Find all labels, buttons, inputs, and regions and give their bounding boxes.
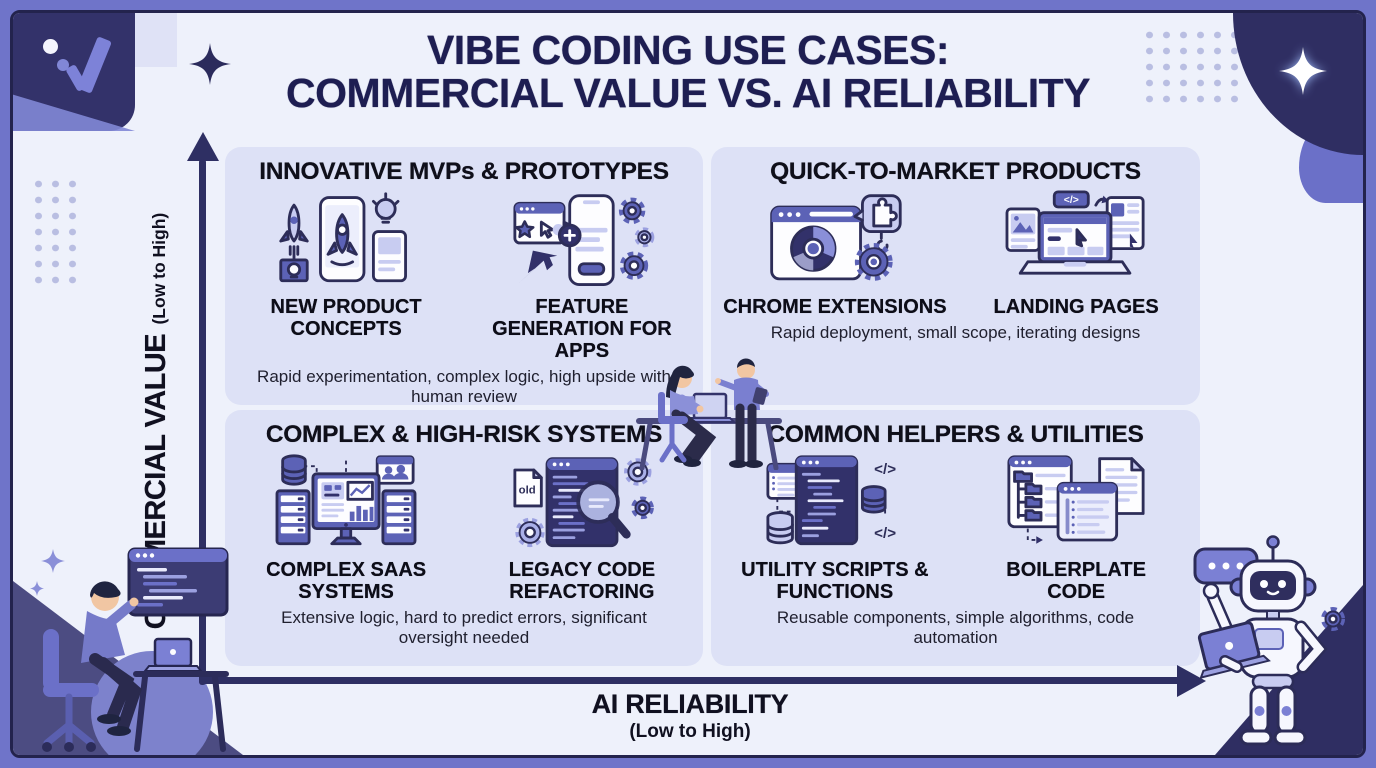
x-axis-arrowhead xyxy=(1177,665,1206,697)
y-axis-arrowhead xyxy=(187,132,219,161)
developer-illustration xyxy=(30,547,229,752)
code-tag-glyph: </> xyxy=(874,461,896,478)
quadrant-note: Rapid deployment, small scope, iterating… xyxy=(770,323,1141,342)
y-axis-range-note: (Low to High) xyxy=(149,212,169,325)
chrome-extension-icon xyxy=(770,194,902,281)
saas-system-icon xyxy=(275,454,417,546)
use-case-item: CHROME EXTENSIONS xyxy=(718,190,953,318)
quadrant-title: QUICK-TO-MARKET PRODUCTS xyxy=(770,158,1141,185)
use-case-item: old LEGACY CODE REFACTORING xyxy=(467,453,696,603)
use-case-item: NEW PRODUCT CONCEPTS xyxy=(231,190,460,340)
quadrant-note: Rapid experimentation, complex logic, hi… xyxy=(257,367,671,407)
title-line-2: COMMERCIAL VALUE VS. AI RELIABILITY xyxy=(285,69,1091,116)
people-collaborating-illustration xyxy=(636,358,782,470)
code-tag-glyph: </> xyxy=(1064,195,1079,206)
quadrant-note: Reusable components, simple algorithms, … xyxy=(776,608,1135,648)
use-case-label: LEGACY CODE REFACTORING xyxy=(508,559,656,603)
x-axis-title: AI RELIABILITY xyxy=(591,689,789,719)
use-case-label: FEATURE GENERATION FOR APPS xyxy=(492,296,672,362)
use-case-label: UTILITY SCRIPTS & FUNCTIONS xyxy=(741,559,929,603)
poster-canvas: VIBE CODING USE CASES: COMMERCIAL VALUE … xyxy=(10,10,1366,758)
use-case-item: FEATURE GENERATION FOR APPS xyxy=(467,190,696,362)
use-case-label: LANDING PAGES xyxy=(993,296,1159,318)
quadrant-innovative-mvps: INNOVATIVE MVPs & PROTOTYPES xyxy=(225,147,703,407)
use-case-label: CHROME EXTENSIONS xyxy=(723,296,947,318)
code-tag-glyph: </> xyxy=(874,525,896,542)
page-title: VIBE CODING USE CASES: COMMERCIAL VALUE … xyxy=(13,29,1363,114)
use-case-item: </> LANDING PAGES xyxy=(959,190,1194,318)
quadrant-title: INNOVATIVE MVPs & PROTOTYPES xyxy=(259,158,669,185)
utility-script-icon: </> </> xyxy=(766,455,896,546)
use-case-item: </> </> UTILITY SCRIPTS & FUNCTIONS xyxy=(718,453,953,603)
landing-page-icon: </> xyxy=(1005,190,1145,275)
quadrant-note: Extensive logic, hard to predict errors,… xyxy=(281,608,647,648)
title-line-1: VIBE CODING USE CASES: xyxy=(426,27,950,73)
quadrant-quick-to-market: QUICK-TO-MARKET PRODUCTS xyxy=(711,147,1200,405)
dot-grid-pattern xyxy=(1141,27,1245,109)
quadrant-complex-high-risk: COMPLEX & HIGH-RISK SYSTEMS xyxy=(225,410,703,666)
use-case-label: COMPLEX SAAS SYSTEMS xyxy=(266,559,427,603)
robot-illustration xyxy=(1193,535,1345,746)
use-case-label: BOILERPLATE CODE xyxy=(1006,559,1146,603)
rocket-product-icon xyxy=(279,192,408,283)
quadrant-common-helpers: COMMON HELPERS & UTILITIES xyxy=(711,410,1200,666)
sparkle-star-icon xyxy=(189,43,231,85)
x-axis-line xyxy=(199,677,1181,684)
brand-logo-block xyxy=(13,13,135,131)
logo-dot-icon xyxy=(43,39,58,54)
use-case-item: COMPLEX SAAS SYSTEMS xyxy=(231,453,460,603)
boilerplate-icon xyxy=(1007,455,1145,544)
quadrant-title: COMMON HELPERS & UTILITIES xyxy=(767,421,1144,448)
y-axis-line xyxy=(199,159,206,685)
x-axis-label: AI RELIABILITY (Low to High) xyxy=(199,689,1181,743)
quadrant-title: COMPLEX & HIGH-RISK SYSTEMS xyxy=(265,421,663,448)
app-feature-icon xyxy=(513,194,655,286)
use-case-item: BOILERPLATE CODE xyxy=(959,453,1194,603)
decor-square xyxy=(135,13,177,67)
legacy-file-label: old xyxy=(519,485,536,497)
dot-grid-pattern xyxy=(30,176,84,288)
x-axis-range-note: (Low to High) xyxy=(629,721,751,742)
use-case-label: NEW PRODUCT CONCEPTS xyxy=(270,296,422,340)
sparkle-star-icon xyxy=(1279,47,1327,95)
